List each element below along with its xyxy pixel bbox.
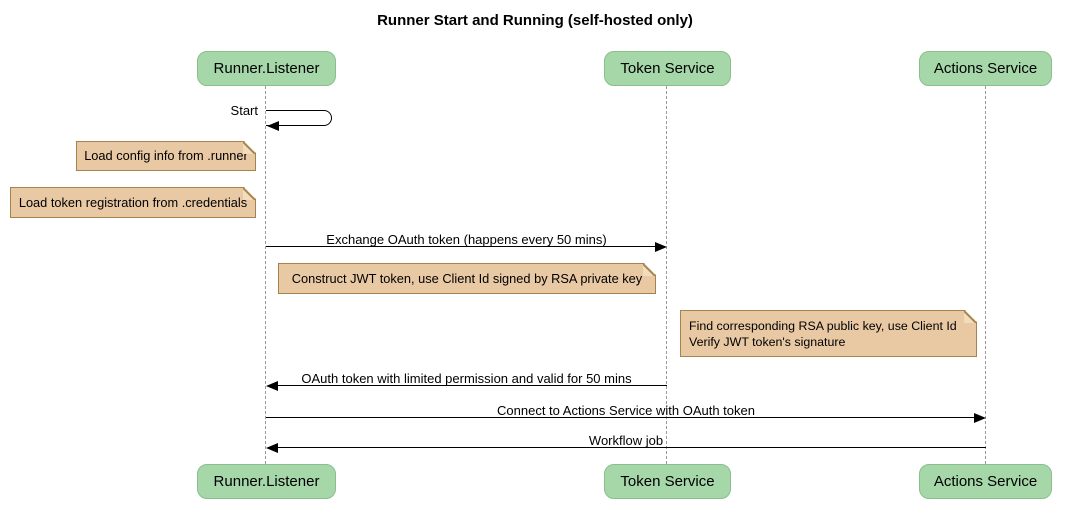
participant-label: Runner.Listener — [213, 473, 320, 490]
message-line-exchange — [266, 246, 661, 247]
participant-bottom-token-service: Token Service — [604, 464, 731, 499]
note-fold-icon — [243, 142, 255, 154]
lifeline-actions-service — [985, 86, 986, 464]
participant-top-token-service: Token Service — [604, 51, 731, 86]
note-load-config: Load config info from .runner — [76, 141, 256, 171]
participant-bottom-runner-listener: Runner.Listener — [197, 464, 336, 499]
participant-bottom-actions-service: Actions Service — [919, 464, 1052, 499]
message-line-workflow — [277, 447, 986, 448]
participant-label: Token Service — [620, 60, 715, 77]
arrowhead-right-icon — [974, 413, 986, 423]
message-label-connect: Connect to Actions Service with OAuth to… — [497, 403, 755, 418]
self-message-loop — [266, 110, 332, 126]
lifeline-runner-listener — [265, 86, 266, 464]
message-line-connect — [266, 417, 975, 418]
participant-label: Runner.Listener — [213, 60, 320, 77]
participant-label: Actions Service — [933, 60, 1038, 77]
note-text: Load config info from .runner — [84, 148, 248, 163]
note-construct-jwt: Construct JWT token, use Client Id signe… — [278, 263, 656, 294]
note-text: Find corresponding RSA public key, use C… — [689, 318, 957, 349]
note-fold-icon — [964, 311, 976, 323]
diagram-title: Runner Start and Running (self-hosted on… — [377, 12, 693, 29]
message-label-oauth-return: OAuth token with limited permission and … — [301, 371, 632, 386]
note-load-token: Load token registration from .credential… — [10, 187, 256, 218]
note-fold-icon — [643, 264, 655, 276]
participant-label: Actions Service — [933, 473, 1038, 490]
note-text: Construct JWT token, use Client Id signe… — [291, 270, 643, 286]
arrowhead-left-icon — [266, 443, 278, 453]
arrowhead-right-icon — [655, 242, 667, 252]
participant-label: Token Service — [620, 473, 715, 490]
message-label-workflow: Workflow job — [588, 433, 664, 448]
participant-top-runner-listener: Runner.Listener — [197, 51, 336, 86]
participant-top-actions-service: Actions Service — [919, 51, 1052, 86]
message-line-oauth-return — [277, 385, 667, 386]
message-label-exchange: Exchange OAuth token (happens every 50 m… — [326, 232, 607, 247]
lifeline-token-service — [666, 86, 667, 464]
note-text: Load token registration from .credential… — [18, 194, 248, 210]
arrowhead-left-icon — [267, 121, 279, 131]
arrowhead-left-icon — [266, 381, 278, 391]
note-verify-jwt: Find corresponding RSA public key, use C… — [680, 310, 977, 357]
note-fold-icon — [243, 188, 255, 200]
message-label-start: Start — [230, 103, 258, 118]
